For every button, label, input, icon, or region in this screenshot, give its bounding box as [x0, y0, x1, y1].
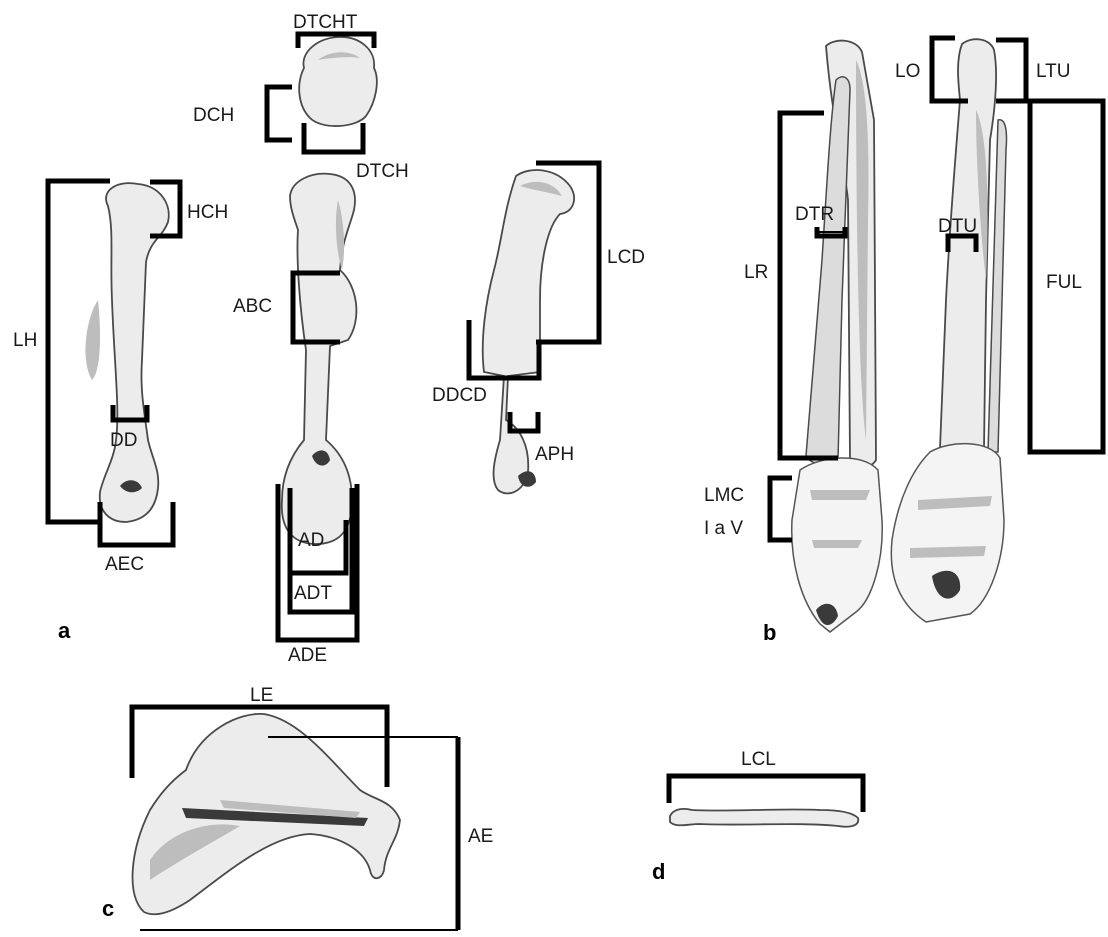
lmc-measure: [770, 478, 792, 540]
lmc-label-line2: I a V: [704, 518, 743, 539]
ltu-label: LTU: [1036, 61, 1070, 82]
ltu-measure: [996, 40, 1026, 101]
hch-label: HCH: [187, 202, 228, 223]
ddcd-label: DDCD: [432, 385, 487, 406]
ae-label: AE: [468, 826, 493, 847]
radius-paw: [792, 458, 882, 632]
panel-a-label: a: [58, 618, 71, 643]
panel-c-label: c: [102, 896, 114, 921]
lcl-label: LCL: [741, 749, 776, 770]
abc-label: ABC: [233, 296, 272, 317]
lh-label: LH: [13, 330, 37, 351]
panel-a-humerus-group: DTCHT DCH DTCH HCH LH DD AEC: [13, 12, 645, 666]
ad-label: AD: [298, 530, 324, 551]
panel-b-forelimb-group: LO LTU LR DTR DTU FUL LMC I a V b: [704, 38, 1103, 645]
humerus-cranial-bone: [282, 174, 357, 544]
le-label: LE: [250, 685, 273, 706]
dd-label: DD: [110, 430, 137, 451]
dch-measure: [267, 87, 292, 140]
lcl-measure: [669, 776, 863, 812]
panel-d-label: d: [652, 859, 665, 884]
panel-b-label: b: [763, 620, 776, 645]
radius-bone: [806, 41, 876, 468]
dtr-label: DTR: [795, 204, 834, 225]
scapula-bone: [133, 714, 400, 915]
aec-label: AEC: [105, 554, 144, 575]
ade-label: ADE: [288, 645, 327, 666]
panel-c-scapula-group: LE AE c: [102, 685, 493, 930]
lo-label: LO: [895, 61, 920, 82]
lr-label: LR: [744, 262, 768, 283]
panel-d-clavicle-group: LCL d: [652, 749, 863, 884]
dch-label: DCH: [193, 105, 234, 126]
lcd-label: LCD: [607, 247, 645, 268]
lmc-label-line1: LMC: [704, 485, 744, 506]
ful-label: FUL: [1046, 272, 1082, 293]
dtch-measure: [304, 123, 363, 152]
adt-label: ADT: [294, 583, 332, 604]
ulna-paw: [891, 444, 1004, 622]
dtcht-label: DTCHT: [293, 12, 358, 33]
aph-label: APH: [535, 444, 574, 465]
dtu-label: DTU: [938, 216, 977, 237]
clavicle-bone: [670, 809, 858, 827]
dtch-label: DTCH: [356, 161, 409, 182]
lh-measure: [48, 181, 110, 522]
humerus-head-top-view: [299, 37, 377, 126]
